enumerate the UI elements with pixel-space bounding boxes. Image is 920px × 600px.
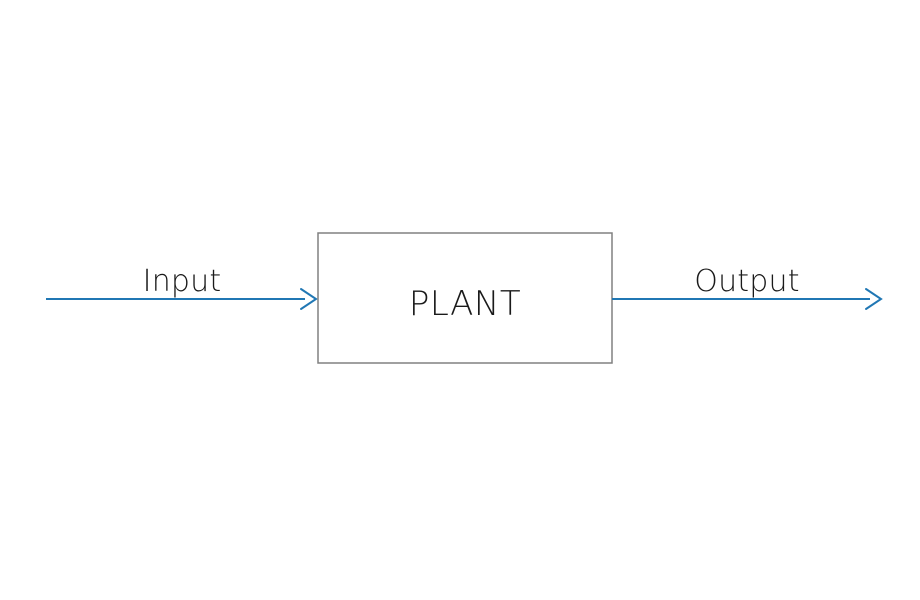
input-arrowhead-icon (300, 288, 318, 310)
plant-block-rect (317, 232, 613, 364)
output-signal-arrow[interactable] (612, 288, 883, 310)
output-signal-label: Output (694, 264, 799, 299)
plant-block-label: PLANT (409, 284, 521, 324)
plant-block[interactable] (317, 232, 613, 364)
input-signal-arrow[interactable] (46, 288, 318, 310)
input-signal-label: Input (143, 264, 222, 299)
output-arrowhead-icon (865, 288, 883, 310)
